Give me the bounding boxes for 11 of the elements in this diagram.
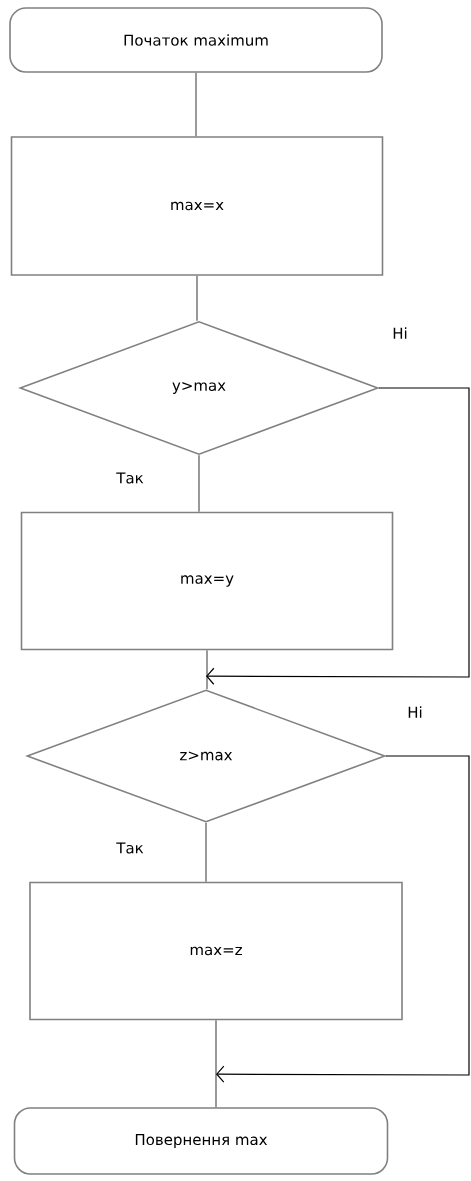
edge-label: Ні	[406, 705, 424, 719]
process-box: max=y	[20, 511, 394, 651]
edge-label: Так	[115, 841, 145, 855]
terminal-box: Повернення max	[13, 1107, 389, 1175]
connector-arrow	[206, 387, 470, 685]
process-box: max=x	[10, 136, 384, 276]
edge-label: Так	[115, 471, 145, 485]
process-box: max=z	[29, 881, 403, 1021]
terminal-box: Початок maximum	[9, 7, 383, 73]
connector-arrow	[216, 755, 470, 1083]
edge-label: Ні	[391, 326, 409, 340]
